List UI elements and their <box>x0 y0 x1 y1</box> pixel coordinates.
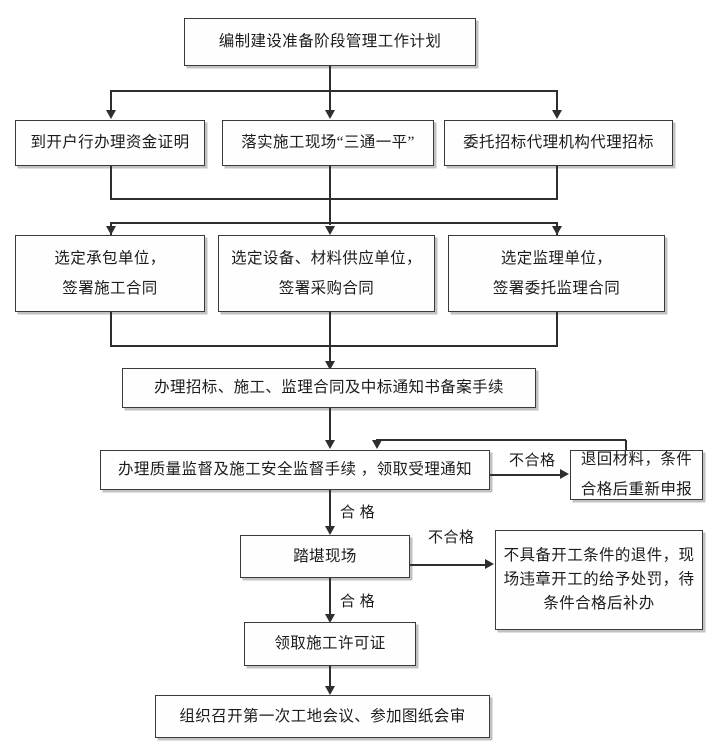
arrowhead-to-tender <box>552 110 562 119</box>
edge-label-pass-1: 合 格 <box>340 505 376 521</box>
arrowhead-fail-to-return <box>560 469 569 479</box>
arrowhead-to-meeting <box>325 686 335 695</box>
node-return-materials-line-2: 合格后重新申报 <box>580 481 693 498</box>
node-select-supervisor-line-2: 签署委托监理合同 <box>492 279 621 297</box>
node-contract-filing-line-1: 办理招标、施工、监理合同及中标通知书备案手续 <box>154 379 504 397</box>
edge-tender-down <box>556 166 558 199</box>
arrowhead-to-permit <box>325 614 335 623</box>
node-reject-penalty-line-1: 不具备开工条件的退件，现 <box>503 547 695 565</box>
node-construction-permit-line-1: 领取施工许可证 <box>274 635 386 653</box>
node-return-materials-line-1: 退回材料，条件 <box>580 451 693 469</box>
edge-survey-fail <box>410 564 487 566</box>
node-contract-filing[interactable]: 办理招标、施工、监理合同及中标通知书备案手续 <box>122 368 536 408</box>
arrowhead-feedback-to-supervision <box>372 440 382 449</box>
edge-site-down <box>329 166 331 225</box>
node-funds-certificate[interactable]: 到开户行办理资金证明 <box>15 120 205 166</box>
node-plan[interactable]: 编制建设准备阶段管理工作计划 <box>184 18 476 66</box>
node-reject-penalty-line-3: 条件合格后补办 <box>543 594 655 612</box>
node-select-contractor-line-2: 签署施工合同 <box>62 279 158 297</box>
node-reject-penalty-line-2: 场违章开工的给予处罚，待 <box>503 571 695 589</box>
edge-split1-right <box>556 90 558 111</box>
node-plan-line-1: 编制建设准备阶段管理工作计划 <box>218 33 442 51</box>
arrowhead-to-supervisor <box>552 226 562 235</box>
arrowhead-to-site-survey <box>325 526 335 535</box>
feedback-riser-from-return <box>625 440 627 452</box>
edge-supervision-fail <box>490 474 562 476</box>
node-select-supplier[interactable]: 选定设备、材料供应单位， 签署采购合同 <box>218 235 435 312</box>
bus-merge-2 <box>110 345 558 347</box>
node-select-contractor[interactable]: 选定承包单位， 签署施工合同 <box>15 235 205 312</box>
arrowhead-fail-to-reject <box>485 559 494 569</box>
edge-label-fail-2: 不合格 <box>428 530 475 546</box>
node-select-supplier-line-1: 选定设备、材料供应单位， <box>231 249 422 267</box>
bus-merge-1 <box>110 198 558 200</box>
edge-supervision-pass-down <box>329 490 331 528</box>
node-site-survey[interactable]: 踏堪现场 <box>240 535 410 578</box>
edge-permit-down <box>329 666 331 688</box>
bus-split-2 <box>110 222 558 224</box>
node-select-supervisor-line-1: 选定监理单位， <box>500 249 613 267</box>
edge-funds-down <box>110 166 112 199</box>
edge-plan-down <box>329 66 331 91</box>
node-quality-safety-supervision[interactable]: 办理质量监督及施工安全监督手续 ，领取受理通知 <box>100 450 490 490</box>
arrowhead-to-site <box>325 110 335 119</box>
node-tender-agency[interactable]: 委托招标代理机构代理招标 <box>444 120 673 166</box>
node-select-supplier-line-2: 签署采购合同 <box>278 279 375 297</box>
node-site-preparation-line-1: 落实施工现场“三通一平” <box>241 134 415 152</box>
edge-supervisor-down <box>556 312 558 347</box>
node-return-materials[interactable]: 退回材料，条件 合格后重新申报 <box>570 450 703 500</box>
edge-label-pass-2: 合 格 <box>340 594 376 610</box>
node-site-survey-line-1: 踏堪现场 <box>293 547 357 565</box>
edge-survey-pass-down <box>329 578 331 616</box>
arrowhead-to-funds <box>106 110 116 119</box>
arrowhead-to-filing <box>325 361 335 370</box>
feedback-top-run <box>376 439 626 441</box>
node-reject-penalty[interactable]: 不具备开工条件的退件，现 场违章开工的给予处罚，待 条件合格后补办 <box>495 530 703 630</box>
node-first-site-meeting[interactable]: 组织召开第一次工地会议、参加图纸会审 <box>155 695 490 738</box>
arrowhead-to-supplier <box>325 226 335 235</box>
arrowhead-to-supervision <box>325 440 335 449</box>
edge-supplier-down <box>329 312 331 370</box>
node-funds-certificate-line-1: 到开户行办理资金证明 <box>30 134 190 152</box>
node-first-site-meeting-line-1: 组织召开第一次工地会议、参加图纸会审 <box>179 707 466 725</box>
node-construction-permit[interactable]: 领取施工许可证 <box>244 622 416 666</box>
edge-split1-left <box>110 90 112 111</box>
node-quality-safety-supervision-line-1: 办理质量监督及施工安全监督手续 ，领取受理通知 <box>117 461 473 479</box>
node-select-contractor-line-1: 选定承包单位， <box>54 249 166 267</box>
bus-split-1 <box>110 90 558 92</box>
edge-label-fail-1: 不合格 <box>509 453 556 469</box>
edge-filing-down <box>329 408 331 442</box>
node-select-supervisor[interactable]: 选定监理单位， 签署委托监理合同 <box>448 235 665 312</box>
arrowhead-to-contractor <box>106 226 116 235</box>
node-tender-agency-line-1: 委托招标代理机构代理招标 <box>463 134 654 152</box>
node-site-preparation[interactable]: 落实施工现场“三通一平” <box>222 120 434 166</box>
edge-contractor-down <box>110 312 112 347</box>
edge-split1-mid <box>329 90 331 111</box>
